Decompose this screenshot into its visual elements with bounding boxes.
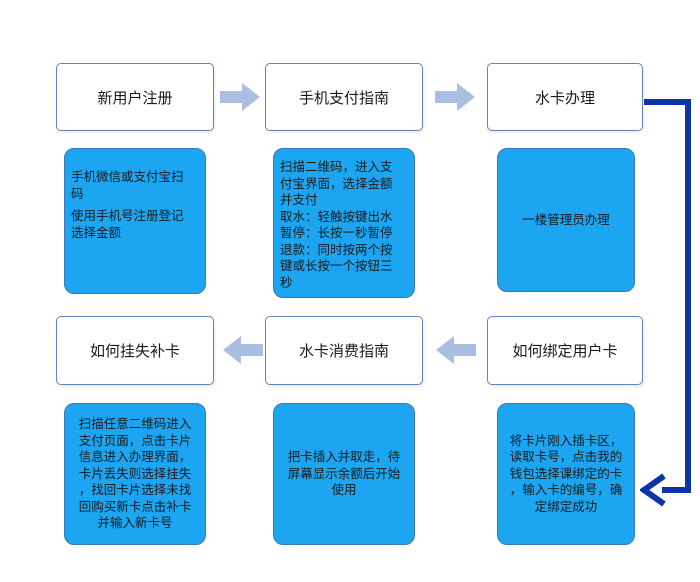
- desc-line: 键或长按一个按钮三: [280, 258, 393, 273]
- step-pay-guide-desc: 扫描二维码，进入支 付宝界面，选择金额 并支付 取水：轻触按键出水 暂停：长按一…: [273, 148, 415, 298]
- desc-line: 将卡片刚入插卡区，: [509, 432, 623, 448]
- desc-line: 取水：轻触按键出水: [280, 208, 393, 224]
- step-consume-guide-desc: 把卡插入并取走，待 屏幕显示余额后开始 使用: [273, 403, 415, 545]
- step-bind-card-label: 如何绑定用户卡: [512, 342, 618, 360]
- desc-line: ，输入卡的编号，确: [509, 482, 623, 498]
- step-card-apply-desc: 一楼管理员办理: [497, 148, 635, 292]
- desc-line: 并支付: [280, 192, 318, 207]
- desc-line: 信息进入办理界面，: [78, 449, 192, 465]
- desc-line: 屏幕显示余额后开始: [287, 465, 401, 481]
- step-card-apply-box: 水卡办理: [487, 63, 643, 131]
- step-report-loss-desc: 扫描任意二维码进入 支付页面，点击卡片 信息进入办理界面， 卡片丢失则选择挂失 …: [64, 403, 206, 545]
- desc-line: 定绑定成功: [534, 498, 598, 514]
- desc-line: 付宝界面，选择金额: [280, 175, 393, 191]
- step-bind-card-desc: 将卡片刚入插卡区， 读取卡号，点击我的 钱包选择课绑定的卡 ，输入卡的编号，确 …: [497, 403, 635, 545]
- desc-line: 卡片丢失则选择挂失: [78, 465, 192, 481]
- step-register-desc: 手机微信或支付宝扫 码 使用手机号注册登记 选择金额: [64, 148, 206, 294]
- step-report-loss-box: 如何挂失补卡: [56, 316, 214, 385]
- step-report-loss-label: 如何挂失补卡: [89, 342, 180, 360]
- arrow-left-icon: [223, 336, 263, 364]
- desc-line: 暂停：长按一秒暂停: [280, 225, 393, 240]
- desc-line: 手机微信或支付宝扫: [71, 169, 184, 184]
- desc-line: 码: [71, 185, 84, 201]
- desc-line: 一楼管理员办理: [522, 211, 610, 227]
- flow-connector-icon: [640, 99, 691, 507]
- arrow-right-icon: [435, 83, 475, 111]
- desc-line: 扫描二维码，进入支: [280, 159, 393, 174]
- desc-line: 回购买新卡点击补卡: [78, 498, 192, 514]
- step-register-label: 新用户注册: [97, 88, 173, 107]
- step-consume-guide-box: 水卡消费指南: [265, 316, 423, 385]
- desc-line: 秒: [280, 274, 293, 290]
- desc-line: 读取卡号，点击我的: [509, 449, 623, 465]
- desc-line: 退款：同时按两个按: [280, 241, 393, 257]
- desc-line: 选择金额: [71, 224, 122, 240]
- desc-line: ，找回卡片选择未找: [78, 482, 192, 498]
- desc-line: 钱包选择课绑定的卡: [509, 465, 623, 481]
- step-pay-guide-label: 手机支付指南: [298, 88, 389, 107]
- step-consume-guide-label: 水卡消费指南: [298, 342, 389, 360]
- step-pay-guide-box: 手机支付指南: [265, 63, 423, 131]
- desc-line: 把卡插入并取走，待: [287, 449, 401, 465]
- desc-line: 扫描任意二维码进入: [78, 416, 192, 432]
- step-bind-card-box: 如何绑定用户卡: [487, 316, 643, 385]
- desc-line: 使用手机号注册登记: [71, 208, 184, 223]
- desc-line: 支付页面，点击卡片: [78, 432, 192, 448]
- arrow-left-icon: [436, 336, 476, 364]
- step-register-box: 新用户注册: [56, 63, 214, 131]
- step-card-apply-label: 水卡办理: [534, 88, 595, 107]
- desc-line: 并输入新卡号: [97, 515, 173, 531]
- desc-line: 使用: [331, 482, 357, 498]
- arrow-right-icon: [220, 83, 260, 111]
